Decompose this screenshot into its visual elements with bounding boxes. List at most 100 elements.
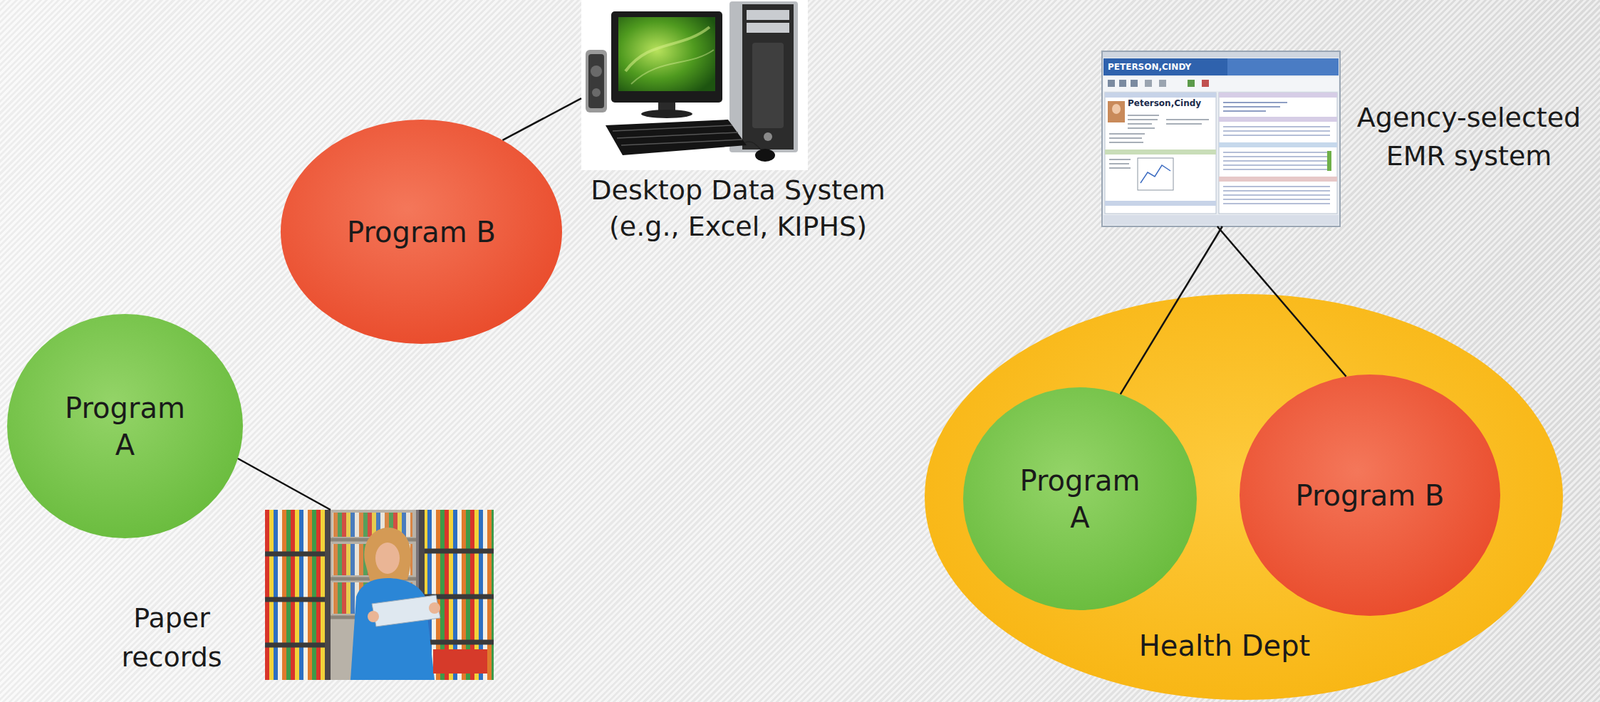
- emr-screenshot-part: [1107, 101, 1125, 123]
- screen-text-holder: PETERSON,CINDY: [1107, 61, 1192, 72]
- ellipse-outline: [7, 314, 243, 539]
- emr-screenshot-part: [1102, 52, 1340, 58]
- connector-line: [502, 98, 583, 141]
- desktop-computer-part: [581, 0, 808, 171]
- paper-records-photo-part: [423, 510, 494, 681]
- emr-screenshot-part: [1104, 200, 1217, 206]
- paper-records-photo-part: [265, 510, 328, 681]
- ellipse-fill: [280, 119, 563, 345]
- emr-screenshot: [1102, 51, 1340, 227]
- program-circle: Program A: [7, 314, 243, 539]
- paper-records-photo-part: [371, 595, 441, 627]
- desktop-computer-part: [729, 1, 798, 153]
- emr-screenshot-part: [1127, 115, 1209, 129]
- node-label: Health Dept: [1139, 627, 1311, 665]
- desktop-computer-part: [742, 4, 794, 150]
- emr-screenshot-part: [1218, 92, 1338, 98]
- desktop-computer-part: [752, 42, 784, 129]
- emr-screenshot-part: [1223, 126, 1331, 136]
- paper-records-photo-part: [367, 611, 379, 623]
- emr-screenshot-part: [1109, 159, 1131, 169]
- health-dept-ellipse: Health Dept Program A Program B: [924, 294, 1563, 701]
- node-label: Program B: [1295, 477, 1445, 515]
- desktop-computer-part: [745, 141, 761, 150]
- program-circle: Program B: [280, 119, 563, 345]
- emr-screenshot-part: [1109, 133, 1145, 143]
- program-circle: Program B: [1239, 374, 1501, 617]
- emr-screenshot-part: [1218, 142, 1338, 148]
- emr-screenshot-part: [1112, 104, 1121, 114]
- paper-records-photo: [265, 510, 494, 681]
- caption-text: Desktop Data System (e.g., Excel, KIPHS): [574, 172, 902, 246]
- paper-records: Paper records: [265, 510, 494, 681]
- emr-screenshot-part: [1130, 79, 1138, 87]
- connector-line: [1217, 226, 1347, 377]
- desktop-computer-part: [585, 49, 607, 113]
- emr-screenshot-part: [1223, 152, 1331, 170]
- emr-screenshot-part: [1137, 158, 1174, 191]
- ellipse-outline: [963, 387, 1197, 611]
- emr-screenshot-part: [1218, 116, 1338, 122]
- desktop-system: Desktop Data System (e.g., Excel, KIPHS): [581, 0, 808, 171]
- emr-screenshot-part: [1102, 51, 1340, 227]
- desktop-computer-part: [588, 54, 605, 109]
- ellipse-fill: [963, 387, 1197, 611]
- ellipse-fill: [7, 314, 243, 539]
- paper-records-photo-part: [433, 649, 488, 674]
- desktop-computer-part: [746, 22, 790, 33]
- paper-records-photo-part: [265, 510, 494, 681]
- screen-text-holder: Peterson,Cindy: [1127, 98, 1202, 109]
- emr-screenshot-part: [1103, 215, 1339, 226]
- desktop-computer-part: [611, 11, 723, 103]
- emr-screenshot-part: [1218, 92, 1338, 214]
- emr-screenshot-part: [1144, 79, 1152, 87]
- screen-text: PETERSON,CINDY: [1107, 61, 1192, 72]
- emr-screenshot-part: [1103, 76, 1339, 92]
- desktop-computer-part: [605, 119, 747, 156]
- paper-records-photo-part: [428, 602, 441, 615]
- emr-screenshot-part: [1218, 176, 1338, 182]
- desktop-computer-part: [746, 9, 790, 20]
- connector-line: [237, 458, 331, 511]
- desktop-computer-part: [618, 17, 716, 92]
- emr-screenshot-part: [1223, 186, 1331, 204]
- paper-records-photo-part: [265, 554, 328, 646]
- caption-text: Agency-selected EMR system: [1343, 98, 1595, 176]
- emr-screenshot-part: [1159, 79, 1167, 87]
- emr-screenshot-part: [1140, 165, 1171, 184]
- desktop-computer-part: [590, 65, 602, 77]
- emr-screenshot-part: [1119, 79, 1127, 87]
- node-label: Program A: [54, 389, 197, 464]
- desktop-computer-part: [763, 132, 773, 142]
- emr-screenshot-part: [1107, 79, 1115, 87]
- emr-system: Agency-selected EMR system: [1102, 51, 1340, 227]
- paper-records-photo-part: [364, 527, 412, 583]
- emr-screenshot-part: [1327, 151, 1332, 171]
- connector-line: [1120, 226, 1223, 395]
- desktop-computer-part: [591, 88, 601, 97]
- emr-screenshot-part: [1103, 58, 1339, 76]
- program-circle: Program A: [963, 387, 1197, 611]
- paper-records-photo-part: [350, 578, 435, 681]
- ellipse-fill: [1239, 374, 1501, 617]
- emr-screenshot-part: [1227, 58, 1339, 76]
- desktop-computer: [581, 0, 808, 171]
- caption-text: Paper records: [100, 599, 243, 678]
- paper-records-photo-part: [324, 510, 331, 681]
- desktop-computer-part: [641, 109, 693, 119]
- node-label: Program A: [1008, 462, 1152, 537]
- desktop-computer-part: [755, 148, 776, 162]
- ellipse-fill: [924, 294, 1563, 701]
- emr-screenshot-part: [1187, 79, 1195, 87]
- emr-screenshot-part: [1223, 102, 1288, 112]
- emr-screenshot-part: [1201, 79, 1209, 87]
- desktop-computer-part: [631, 49, 714, 85]
- paper-records-photo-part: [375, 542, 400, 575]
- screen-text: Peterson,Cindy: [1127, 98, 1202, 109]
- desktop-computer-part: [612, 125, 743, 146]
- emr-screenshot-part: [1104, 92, 1217, 98]
- node-label: Program B: [346, 213, 496, 251]
- emr-screenshot-part: [1104, 149, 1217, 155]
- emr-screenshot-part: [1104, 92, 1217, 214]
